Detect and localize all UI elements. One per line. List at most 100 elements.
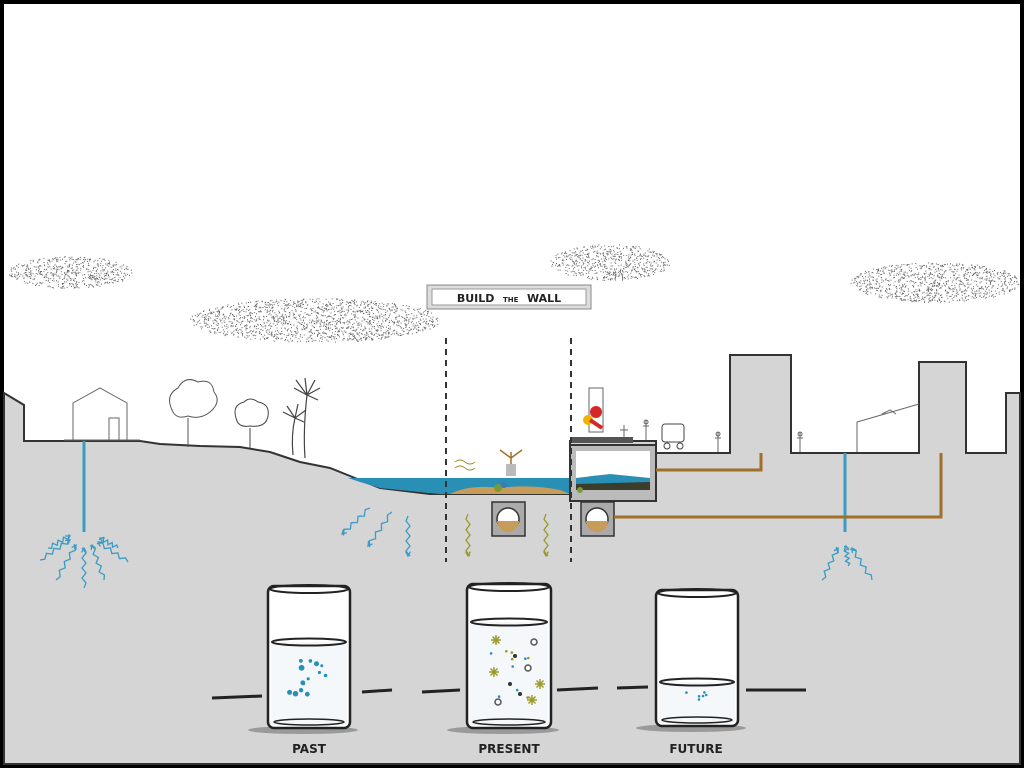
drain-pipe-lower (614, 453, 943, 519)
right-building-line (856, 403, 920, 452)
water-particle (701, 694, 705, 698)
water-particle (299, 659, 303, 663)
water-particle (704, 693, 708, 697)
sign-word-the: THE (503, 296, 519, 304)
person-figures (620, 419, 803, 452)
pollutant-speck (527, 656, 530, 660)
culvert-left (491, 501, 526, 537)
water-particle (298, 688, 304, 693)
water-particle (306, 677, 310, 681)
cloud-2 (190, 298, 439, 343)
canal-water (576, 474, 650, 484)
infiltration-arrow (341, 507, 371, 536)
pollutant-speck (489, 652, 493, 655)
palm-tree-tall (293, 377, 321, 459)
water-particle (697, 698, 701, 701)
recharge-arrow-right (850, 546, 873, 581)
water-surface (271, 637, 347, 647)
cloud-1 (9, 256, 133, 289)
water-particle (685, 691, 688, 694)
recharge-arrow-right (843, 544, 851, 567)
water-particle (697, 695, 701, 698)
svg-text:BUILD THE WALL: BUILD THE WALL (457, 287, 561, 306)
pollutant-ring (494, 698, 502, 706)
recharge-arrow-left (96, 541, 129, 563)
flow-arrows (39, 507, 873, 589)
pollutant-speck (497, 695, 501, 698)
deciduous-tree (169, 379, 218, 447)
recharge-arrow-left (47, 534, 72, 549)
cloud-3 (550, 244, 670, 281)
water-particle (320, 664, 324, 668)
ground-dash-lines (211, 685, 806, 700)
recharge-arrow-left (81, 546, 87, 589)
pollutant-arrow (465, 513, 471, 558)
pollutant-speck (526, 696, 529, 699)
glass-water (470, 622, 548, 725)
palm-tree-short (282, 403, 307, 456)
cloud-4 (850, 262, 1020, 303)
pollutant-speck (524, 657, 527, 660)
label-future: FUTURE (669, 742, 722, 756)
round-tree (234, 398, 269, 448)
water-particle (298, 664, 305, 671)
recharge-arrow-left (55, 543, 77, 581)
water-particle (292, 690, 299, 697)
glass-future (636, 588, 746, 732)
pollutant-speck (510, 651, 514, 654)
water-particle (703, 691, 706, 694)
glass-past (248, 584, 358, 734)
glass-rim (468, 582, 550, 592)
glass-rim (269, 584, 349, 594)
pollutant-speck (510, 657, 514, 661)
water-surface (659, 677, 735, 687)
pollutant-dot (508, 682, 512, 686)
pollutant-speck (515, 688, 519, 692)
glass-water (659, 682, 735, 723)
recharge-arrow-left (98, 536, 119, 549)
glass-present (447, 582, 559, 734)
water-particle (314, 661, 319, 667)
sign-word-wall: WALL (527, 292, 561, 305)
statue-red-figure (583, 387, 604, 433)
water-particle (317, 670, 321, 675)
pollutant-dot (513, 654, 517, 658)
sign-word-build: BUILD (457, 292, 495, 305)
pollutant-star (491, 635, 501, 645)
glass-base (273, 718, 345, 726)
glass-base (472, 718, 546, 726)
glass-water (271, 642, 347, 725)
pollutant-speck (505, 650, 508, 653)
river-debris (454, 449, 583, 493)
water-particle (287, 689, 293, 695)
water-particle (323, 673, 328, 678)
pollutant-dot (518, 692, 522, 696)
river-bed-sediment (450, 486, 570, 494)
van (661, 423, 685, 450)
glass-base (661, 716, 733, 724)
recharge-arrow-left (89, 543, 106, 581)
pollutant-speck (511, 665, 514, 668)
cloud-group (9, 244, 1020, 343)
recharge-arrow-left (39, 538, 72, 561)
water-glasses (248, 582, 746, 734)
water-particle (308, 659, 313, 663)
pollutant-star (489, 667, 499, 677)
infiltration-arrow (367, 511, 393, 548)
infiltration-arrow (405, 515, 411, 558)
glass-rim (657, 588, 737, 598)
culvert-right (580, 501, 615, 537)
build-the-wall-sign: BUILD THE WALL (426, 284, 592, 310)
water-particle (304, 691, 310, 697)
house (64, 387, 140, 441)
pollutant-ring (524, 664, 532, 672)
label-past: PAST (292, 742, 327, 756)
street-slab (570, 437, 633, 443)
label-present: PRESENT (478, 742, 540, 756)
pollutant-star (535, 679, 545, 689)
pollutant-star (527, 695, 537, 705)
recharge-arrow-right (821, 546, 839, 581)
water-surface (470, 617, 548, 627)
water-particle (300, 680, 306, 686)
